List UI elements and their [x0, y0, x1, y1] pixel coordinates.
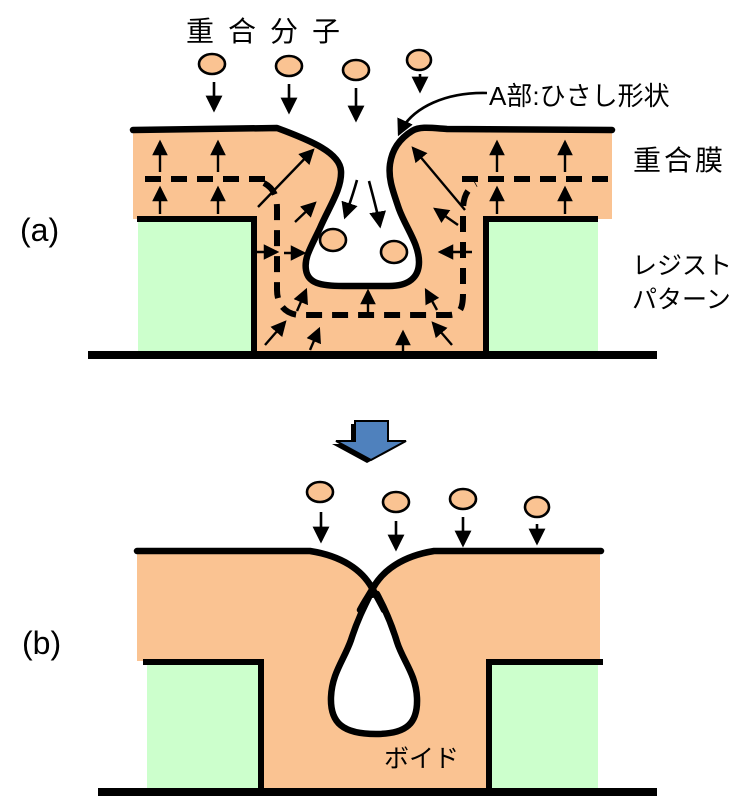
molecule-fall-arrow — [341, 179, 359, 220]
polymer-molecule — [197, 52, 227, 76]
molecule-fall-arrow — [367, 180, 386, 229]
polymer-molecules-label: 重合分子 — [186, 16, 354, 47]
resist-pattern-label-line1: レジスト — [632, 252, 732, 280]
polymer-molecule — [405, 48, 433, 72]
panel-a-caption: (a) — [20, 212, 59, 248]
resist-block-right — [487, 220, 598, 353]
polymer-molecule — [341, 58, 371, 82]
polymer-molecule — [448, 487, 478, 511]
panel-b: ボイド (b) — [22, 480, 657, 796]
panel-b-caption: (b) — [22, 625, 61, 661]
polymer-molecule — [274, 54, 304, 78]
panel-a: 重合分子 A部:ひさし形状 重合膜 レジスト パターン (a) — [20, 16, 732, 359]
growth-front-dashed-trench — [262, 180, 478, 318]
resist-pattern-label-line2: パターン — [632, 286, 731, 314]
film-surface-outline — [129, 124, 616, 290]
film-surface-right-b — [356, 547, 605, 614]
process-step-arrow — [332, 420, 407, 463]
cavity-molecules — [318, 179, 409, 265]
void-shape — [327, 590, 421, 738]
polymer-molecule — [381, 490, 411, 514]
polymer-molecule — [305, 480, 335, 504]
void-label: ボイド — [384, 745, 459, 773]
incoming-molecules-b — [305, 480, 551, 552]
incoming-molecules-a — [197, 48, 433, 123]
eave-shape-label: A部:ひさし形状 — [489, 81, 670, 111]
film-growth-arrows — [152, 139, 573, 214]
polymer-molecule — [523, 495, 551, 519]
resist-block-left-b — [147, 663, 258, 790]
trench-growth-arrows — [253, 146, 472, 352]
polymer-molecule — [318, 227, 348, 253]
down-block-arrow-icon — [335, 420, 407, 462]
resist-block-left — [138, 220, 252, 353]
resist-block-right-b — [492, 663, 598, 790]
eave-leader-line — [397, 91, 488, 137]
polymer-molecule — [379, 239, 409, 265]
polymer-film-label: 重合膜 — [633, 145, 726, 176]
